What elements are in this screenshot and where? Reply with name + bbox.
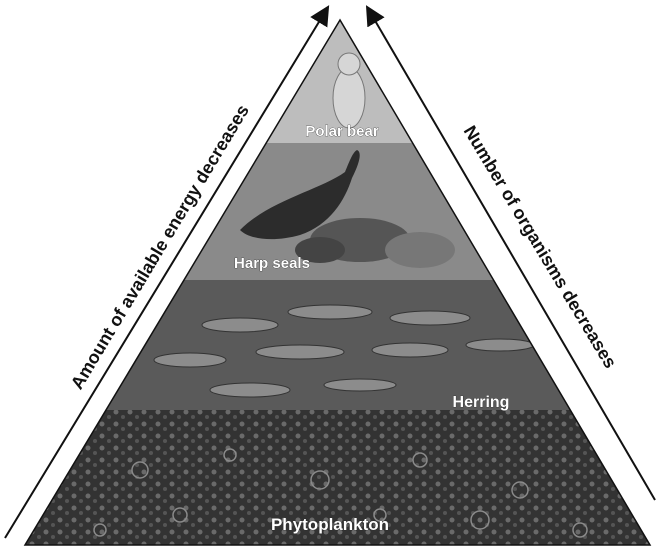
polar-bear-band xyxy=(0,0,659,143)
polar-bear-label: Polar bear xyxy=(305,123,379,140)
herring-label: Herring xyxy=(453,394,510,411)
phytoplankton-label: Phytoplankton xyxy=(271,515,389,534)
polar-bear-icon xyxy=(333,53,365,128)
harp-seals-label: Harp seals xyxy=(234,255,310,272)
